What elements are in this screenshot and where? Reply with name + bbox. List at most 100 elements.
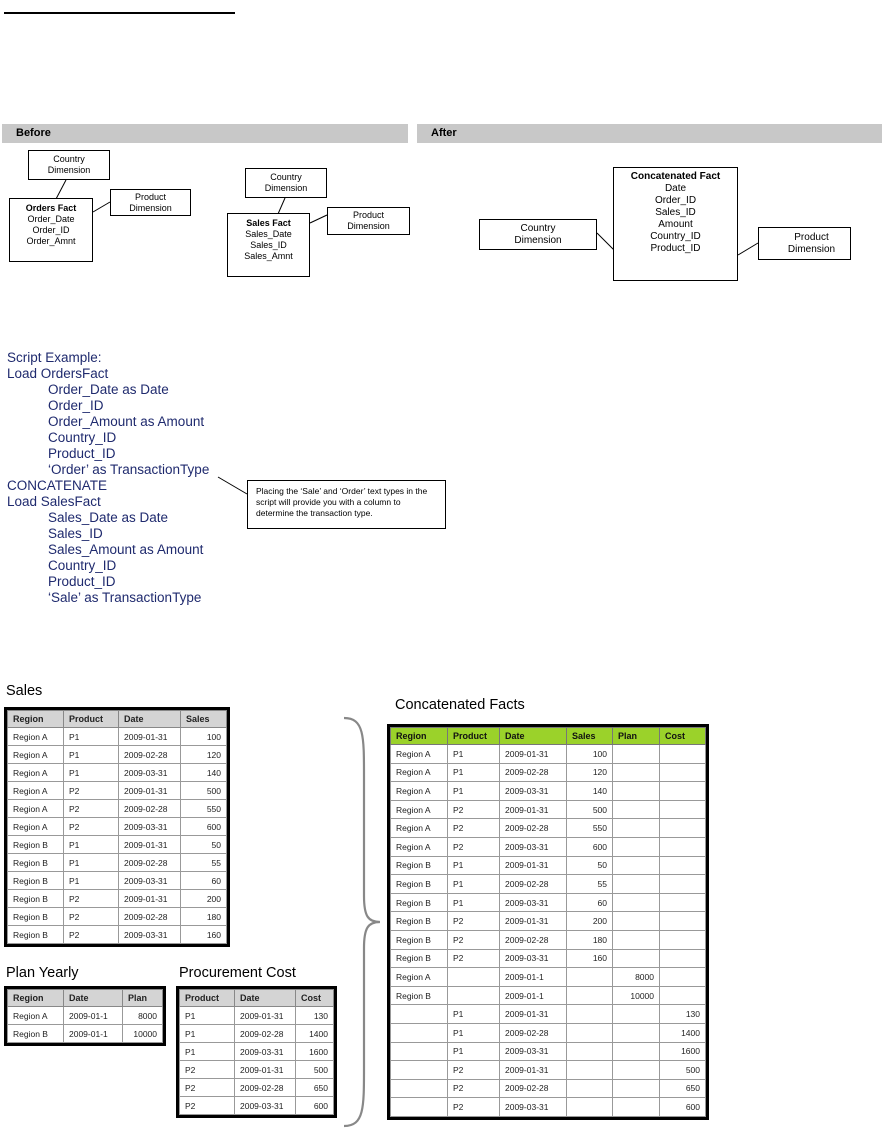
table-cell: P2 (447, 1097, 500, 1117)
table-cell: P2 (179, 1096, 235, 1115)
table-cell: Region B (7, 835, 64, 854)
table-cell: 2009-02-28 (499, 1078, 567, 1099)
column-header: Region (7, 989, 64, 1007)
table-cell: 2009-02-28 (118, 907, 181, 926)
concat-fact-field: Country_ID (650, 231, 701, 242)
table-cell (659, 967, 706, 987)
table-cell: 2009-01-1 (63, 1024, 123, 1043)
table-cell: Region A (390, 781, 448, 801)
table-cell: P2 (63, 781, 119, 800)
box-line: Country (270, 172, 302, 182)
brace-icon (343, 716, 381, 1128)
table-cell: 1600 (295, 1042, 334, 1061)
table-cell: 60 (566, 892, 613, 913)
table-cell: 2009-01-31 (499, 855, 567, 876)
table-cell: Region B (390, 874, 448, 894)
plan-title: Plan Yearly (6, 965, 79, 981)
table-cell: 200 (566, 911, 613, 931)
script-line: Product_ID (48, 446, 116, 461)
table-cell: 2009-03-31 (118, 817, 181, 836)
table-cell: P1 (447, 781, 500, 801)
table-cell (659, 948, 706, 969)
column-header: Region (7, 710, 64, 728)
table-cell: 100 (180, 727, 227, 746)
table-cell: 55 (180, 853, 227, 872)
table-cell: P1 (63, 835, 119, 854)
table-cell: P2 (63, 799, 119, 818)
table-cell: P2 (179, 1078, 235, 1097)
table-cell: Region A (7, 727, 64, 746)
script-line: Load SalesFact (7, 494, 101, 509)
table-cell: Region A (390, 799, 448, 820)
concatenated-title: Concatenated Facts (395, 697, 525, 713)
orders-fact-field: Order_Amnt (26, 236, 76, 246)
after-product-dimension: Product Dimension (758, 227, 851, 260)
concat-fact-field: Date (664, 183, 687, 194)
table-cell: 2009-01-31 (499, 911, 567, 931)
box-line: Country (520, 222, 556, 234)
concat-fact-field: Order_ID (654, 195, 697, 206)
table-cell: 120 (566, 762, 613, 783)
table-cell (612, 929, 660, 950)
sales-product-dimension: Product Dimension (327, 207, 410, 235)
table-cell: 130 (295, 1006, 334, 1025)
table-cell: 2009-01-31 (234, 1006, 296, 1025)
title-underline (4, 12, 235, 14)
table-cell: Region A (390, 818, 448, 838)
table-cell: P1 (63, 871, 119, 890)
table-cell: 550 (566, 818, 613, 838)
callout-note: Placing the ‘Sale’ and ‘Order’ text type… (247, 480, 446, 529)
table-cell: Region A (7, 745, 64, 764)
table-cell: 50 (566, 855, 613, 876)
table-cell (390, 1004, 448, 1024)
table-cell: 2009-02-28 (499, 929, 567, 950)
sales-country-dimension: Country Dimension (245, 168, 327, 198)
table-cell: 2009-03-31 (499, 836, 567, 857)
table-cell: 2009-01-31 (118, 835, 181, 854)
table-cell (659, 836, 706, 857)
table-cell: 2009-01-31 (118, 781, 181, 800)
table-cell (659, 911, 706, 931)
table-cell (612, 1078, 660, 1099)
table-cell: P1 (63, 745, 119, 764)
table-cell: 140 (566, 781, 613, 801)
table-cell: 180 (180, 907, 227, 926)
box-line: Product (794, 231, 829, 243)
table-cell (390, 1060, 448, 1080)
table-cell: 8000 (122, 1006, 163, 1025)
script-line: Script Example: (7, 350, 102, 365)
table-cell: 550 (180, 799, 227, 818)
table-cell: P1 (447, 855, 500, 876)
table-cell: 100 (566, 744, 613, 764)
table-cell: P1 (447, 1004, 500, 1024)
table-cell (659, 744, 706, 764)
table-cell: Region B (7, 1024, 64, 1043)
after-label: After (431, 127, 457, 139)
table-cell: 2009-01-1 (499, 985, 567, 1006)
before-bar: Before (2, 124, 408, 143)
table-cell (659, 799, 706, 820)
column-header: Product (63, 710, 119, 728)
table-cell: 2009-03-31 (118, 763, 181, 782)
table-cell (566, 1022, 613, 1043)
table-cell (612, 1097, 660, 1117)
table-cell: 55 (566, 874, 613, 894)
column-header: Product (447, 727, 500, 745)
table-cell: 160 (566, 948, 613, 969)
table-cell: P2 (179, 1060, 235, 1079)
